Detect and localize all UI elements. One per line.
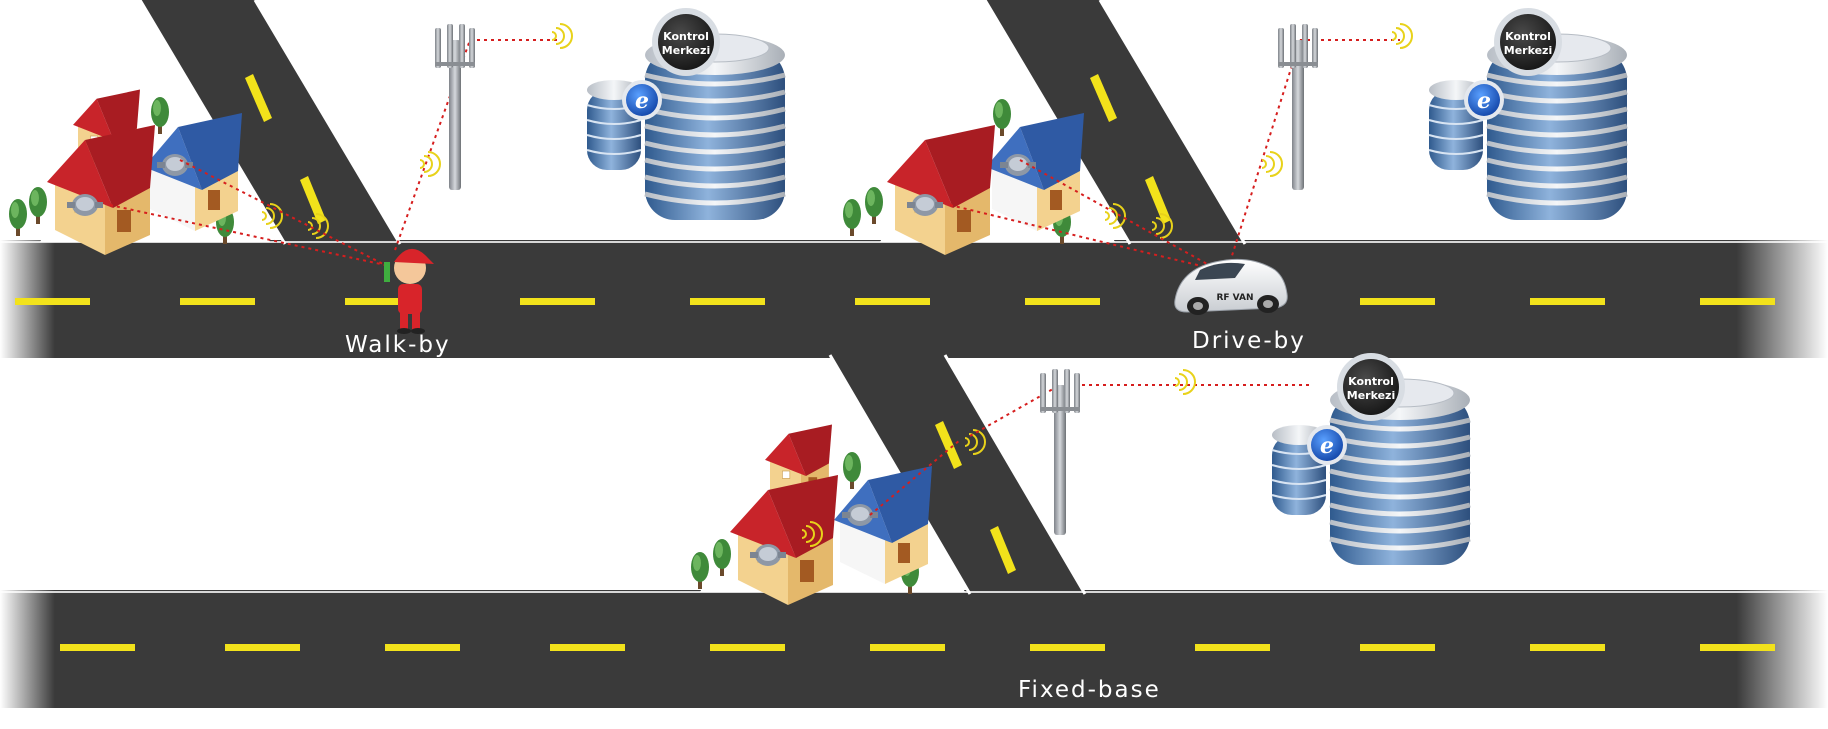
fixed-base-label: Fixed-base: [1018, 677, 1161, 703]
svg-text:e: e: [635, 88, 649, 114]
internet-explorer-icon: e: [622, 80, 662, 120]
rf-van-text: RF VAN: [1216, 293, 1253, 303]
control-center-badge: Kontrol Merkezi: [1337, 353, 1405, 421]
control-center-label: Kontrol: [1348, 375, 1394, 388]
control-center-label: Merkezi: [1504, 44, 1553, 57]
svg-text:e: e: [1320, 433, 1334, 459]
walk-by-scene: Kontrol Merkezi e Walk-by: [9, 8, 785, 358]
svg-text:e: e: [1477, 88, 1491, 114]
control-center-label: Kontrol: [663, 30, 709, 43]
control-center-label: Kontrol: [1505, 30, 1551, 43]
fixed-base-scene: Kontrol Merkezi e Fixed-base: [691, 353, 1470, 703]
internet-explorer-icon: e: [1307, 425, 1347, 465]
rf-van: RF VAN: [1174, 258, 1288, 315]
control-center-label: Merkezi: [662, 44, 711, 57]
internet-explorer-icon: e: [1464, 80, 1504, 120]
meter-reader-person: [384, 248, 434, 334]
walk-by-label: Walk-by: [345, 332, 451, 358]
control-center-label: Merkezi: [1347, 389, 1396, 402]
control-center-badge: Kontrol Merkezi: [1494, 8, 1562, 76]
lane-markings: [15, 74, 1775, 651]
drive-by-scene: RF VAN Kontrol Merkezi e Drive-by: [843, 8, 1627, 354]
control-center-badge: Kontrol Merkezi: [652, 8, 720, 76]
drive-by-label: Drive-by: [1192, 328, 1306, 354]
